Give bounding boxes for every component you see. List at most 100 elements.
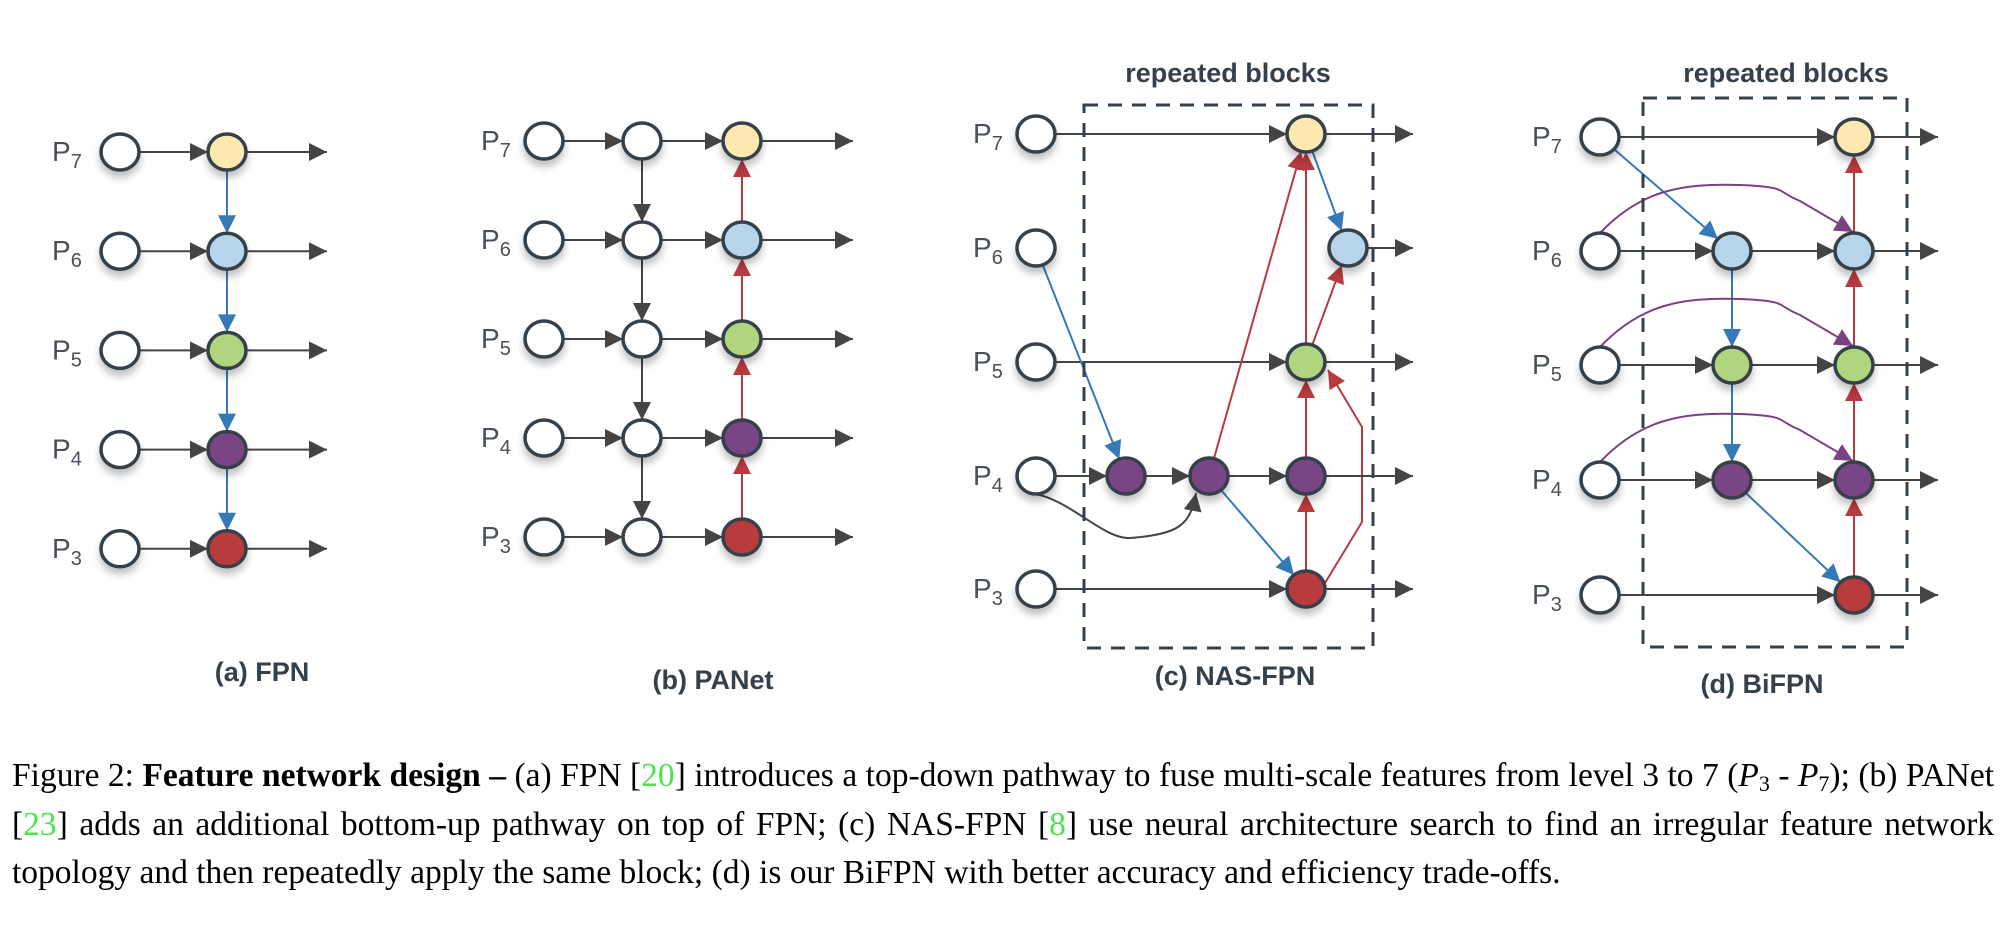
nasfpn-input-node-P6 [1015, 228, 1057, 268]
fpn-input-node-P3 [99, 529, 141, 569]
level-label-a-P6: P6 [52, 235, 82, 272]
bifpn-output-node-P3 [1833, 575, 1875, 615]
math-p-low: P [1738, 757, 1759, 794]
nasfpn-curved-edge [1034, 492, 1202, 540]
nasfpn-input-node-P7 [1015, 114, 1057, 154]
panet-input-node-P6 [523, 220, 565, 260]
level-label-c-P3: P3 [973, 573, 1003, 610]
math-sub: 3 [1758, 771, 1770, 796]
panet-topdown-node-P4 [621, 418, 663, 458]
nasfpn-input-node-P3 [1015, 569, 1057, 609]
nasfpn-output-node-P6 [1327, 228, 1369, 268]
fpn-input-node-P4 [99, 429, 141, 470]
nasfpn-curved-edge [1324, 369, 1363, 584]
nasfpn-input-node-P4 [1015, 456, 1057, 496]
fpn-output-node-P5 [206, 330, 248, 371]
edges-layer [139, 125, 1938, 604]
nasfpn-edge [1311, 150, 1344, 232]
bifpn-input-node-P7 [1579, 117, 1621, 157]
panel-d-caption: (d) BiFPN [1701, 669, 1824, 699]
panel-d-repeated-blocks-label: repeated blocks [1683, 58, 1889, 88]
repeated-block-boxes [1082, 96, 1909, 650]
panet-topdown-node-P5 [621, 319, 663, 359]
level-label-a-P3: P3 [52, 533, 82, 570]
bifpn-output-node-P7 [1833, 117, 1875, 157]
level-label-a-P4: P4 [52, 434, 82, 471]
level-label-d-P5: P5 [1532, 349, 1562, 386]
citation-link[interactable]: 20 [641, 757, 675, 794]
panet-output-node-P5 [721, 319, 763, 359]
nasfpn-node-P4-b [1188, 456, 1230, 496]
nasfpn-edge [1212, 151, 1305, 459]
panel-b-caption: (b) PANet [653, 665, 774, 695]
level-label-c-P4: P4 [973, 460, 1003, 497]
bifpn-input-node-P3 [1579, 575, 1621, 615]
panet-input-node-P4 [523, 418, 565, 458]
bifpn-topdown-edge [1613, 148, 1719, 240]
panet-topdown-node-P3 [621, 517, 663, 557]
bifpn-skip-edge [1599, 297, 1854, 348]
panel-c-repeated-blocks-label: repeated blocks [1125, 58, 1331, 88]
bifpn-intermediate-node-P4 [1711, 460, 1753, 500]
bifpn-intermediate-node-P6 [1711, 231, 1753, 271]
level-label-d-P3: P3 [1532, 579, 1562, 616]
figure-caption: Figure 2: Feature network design – (a) F… [12, 752, 1994, 898]
panet-output-node-P3 [721, 517, 763, 557]
level-label-b-P7: P7 [481, 125, 511, 162]
citation-link[interactable]: 8 [1049, 805, 1066, 843]
fpn-input-node-P6 [99, 231, 141, 271]
fpn-output-node-P4 [206, 429, 248, 470]
bifpn-topdown-edge [1744, 491, 1842, 584]
panet-topdown-node-P6 [621, 220, 663, 260]
nasfpn-edge [1220, 489, 1295, 576]
panet-output-node-P6 [721, 220, 763, 260]
nodes-layer [99, 114, 1875, 615]
bifpn-input-node-P6 [1579, 231, 1621, 271]
panet-topdown-node-P7 [621, 121, 663, 161]
level-label-b-P6: P6 [481, 224, 511, 261]
level-label-b-P3: P3 [481, 521, 511, 558]
fpn-input-node-P5 [99, 330, 141, 371]
panet-output-node-P7 [721, 121, 763, 161]
fpn-output-node-P7 [206, 132, 248, 172]
bifpn-output-node-P5 [1833, 345, 1875, 385]
fpn-input-node-P7 [99, 132, 141, 172]
level-label-b-P4: P4 [481, 422, 511, 459]
math-sub: 7 [1818, 771, 1830, 796]
caption-text: (a) FPN [ [505, 757, 642, 794]
bifpn-input-node-P4 [1579, 460, 1621, 500]
bifpn-intermediate-node-P5 [1711, 345, 1753, 385]
nasfpn-output-node-P7 [1285, 114, 1327, 154]
math-p-high: P [1797, 757, 1819, 794]
level-label-c-P6: P6 [973, 232, 1003, 269]
panet-input-node-P5 [523, 319, 565, 359]
panel-a-caption: (a) FPN [215, 657, 310, 687]
bifpn-output-node-P6 [1833, 231, 1875, 271]
nasfpn-edge [1311, 264, 1344, 346]
level-label-c-P5: P5 [973, 346, 1003, 383]
caption-prefix: Figure 2: [12, 757, 143, 794]
level-label-a-P7: P7 [52, 136, 82, 173]
level-label-b-P5: P5 [481, 323, 511, 360]
nasfpn-output-node-P5 [1285, 342, 1327, 382]
nasfpn-output-node-P4 [1285, 456, 1327, 496]
fpn-output-node-P6 [206, 231, 248, 271]
nasfpn-input-node-P5 [1015, 342, 1057, 382]
caption-text: ] adds an additional bottom-up pathway o… [56, 805, 1050, 843]
caption-text: - [1769, 757, 1798, 794]
level-label-c-P7: P7 [973, 118, 1003, 155]
level-label-d-P6: P6 [1532, 235, 1562, 272]
bifpn-output-node-P4 [1833, 460, 1875, 500]
fpn-output-node-P3 [206, 529, 248, 569]
nasfpn-repeated-block-box [1082, 103, 1375, 650]
caption-text: ); (b) PANet [ [12, 757, 1995, 843]
panet-input-node-P7 [523, 121, 565, 161]
panet-output-node-P4 [721, 418, 763, 458]
bifpn-skip-edge [1599, 412, 1854, 463]
bifpn-skip-edge [1599, 183, 1854, 234]
nasfpn-output-node-P3 [1285, 569, 1327, 609]
caption-title: Feature network design – [142, 757, 506, 794]
caption-text: ] introduces a top-down pathway to fuse … [674, 757, 1739, 794]
citation-link[interactable]: 23 [23, 805, 57, 843]
